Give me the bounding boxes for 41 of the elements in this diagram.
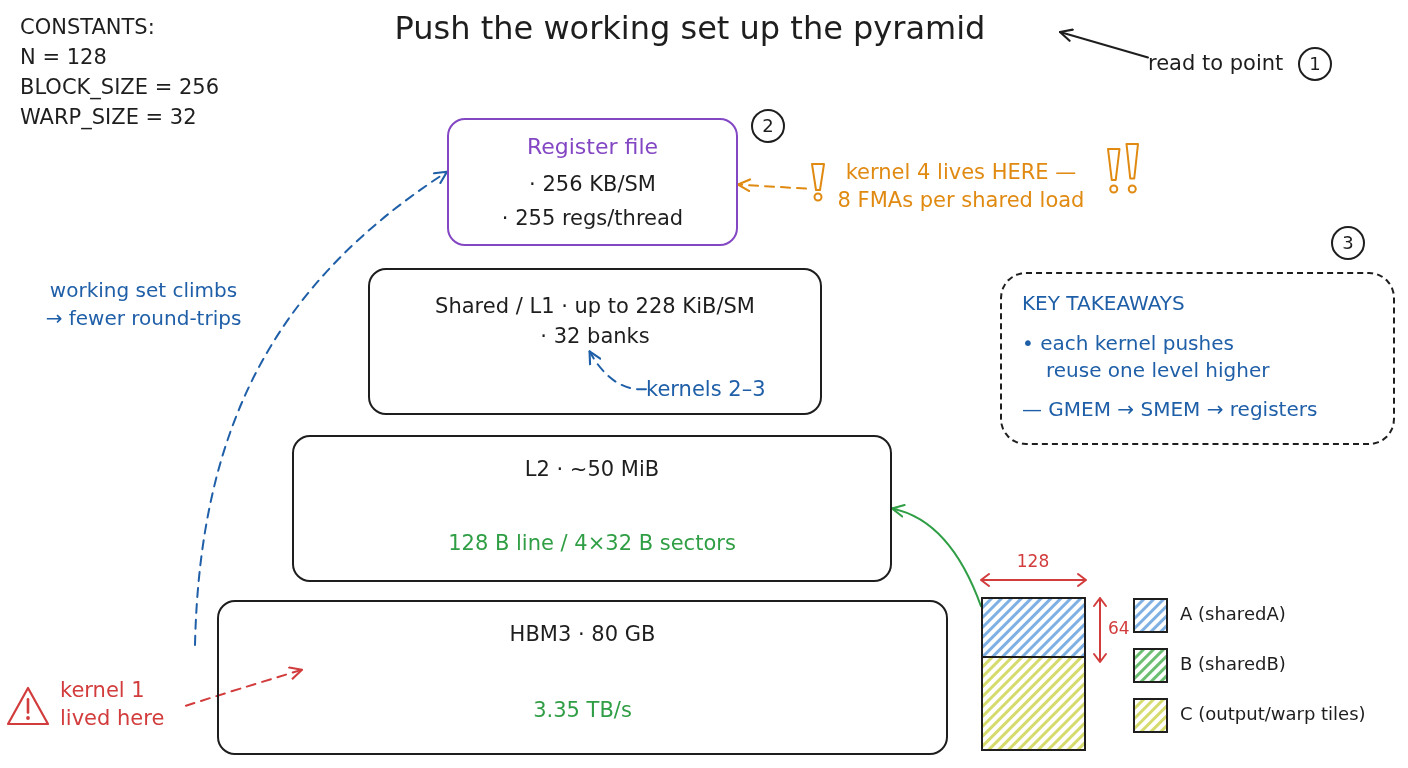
level-title: Shared / L1 · up to 228 KiB/SM (435, 293, 755, 320)
level-title: Register file (526, 133, 659, 161)
callout-number: 1 (1298, 47, 1332, 81)
constant-definition: BLOCK_SIZE = 256 (20, 74, 220, 102)
takeaways-heading: KEY TAKEAWAYS (1022, 290, 1185, 317)
dimension-label: 128 (1016, 550, 1050, 573)
memory-level-box (447, 118, 738, 246)
annotation-text: kernels 2–3 (646, 375, 766, 404)
takeaway-point: • each kernel pushes reuse one level higher (1022, 330, 1271, 384)
legend-label: C (output/warp tiles) (1180, 702, 1366, 726)
tile-diagram (981, 597, 1086, 751)
level-spec: 128 B line / 4×32 B sectors (448, 530, 736, 557)
level-spec: · 255 regs/thread (501, 205, 684, 232)
callout-number: 2 (751, 109, 785, 143)
constants-heading: CONSTANTS: (20, 14, 155, 41)
dashed-arrow (194, 170, 449, 646)
takeaway-point: — GMEM → SMEM → registers (1022, 396, 1318, 423)
dashed-arrow (736, 178, 807, 193)
memory-level-box (217, 600, 948, 755)
level-title: HBM3 · 80 GB (509, 621, 656, 648)
annotation-text: kernel 1 lived here (60, 677, 166, 733)
takeaways-box (1000, 272, 1395, 445)
level-spec: 3.35 TB/s (533, 697, 632, 724)
level-spec: · 256 KB/SM (529, 171, 656, 198)
title: Push the working set up the pyramid (394, 8, 986, 49)
dashed-arrow (588, 350, 647, 391)
annotation-text: kernel 4 lives HERE — 8 FMAs per shared load (836, 159, 1086, 215)
dashed-arrow (185, 666, 304, 707)
legend-label: B (sharedB) (1180, 652, 1286, 676)
dimension-label: 64 (1108, 617, 1130, 640)
memory-level-box (292, 435, 892, 582)
legend-label: A (sharedA) (1180, 602, 1286, 626)
constant-definition: N = 128 (20, 44, 107, 71)
annotation-text: read to point (1148, 49, 1284, 78)
arrow (890, 504, 982, 608)
memory-level-box (368, 268, 822, 415)
level-spec: · 32 banks (540, 322, 650, 351)
callout-number: 3 (1331, 226, 1365, 260)
arrow (1058, 28, 1149, 59)
constant-definition: WARP_SIZE = 32 (20, 104, 197, 132)
level-title: L2 · ~50 MiB (524, 456, 660, 483)
